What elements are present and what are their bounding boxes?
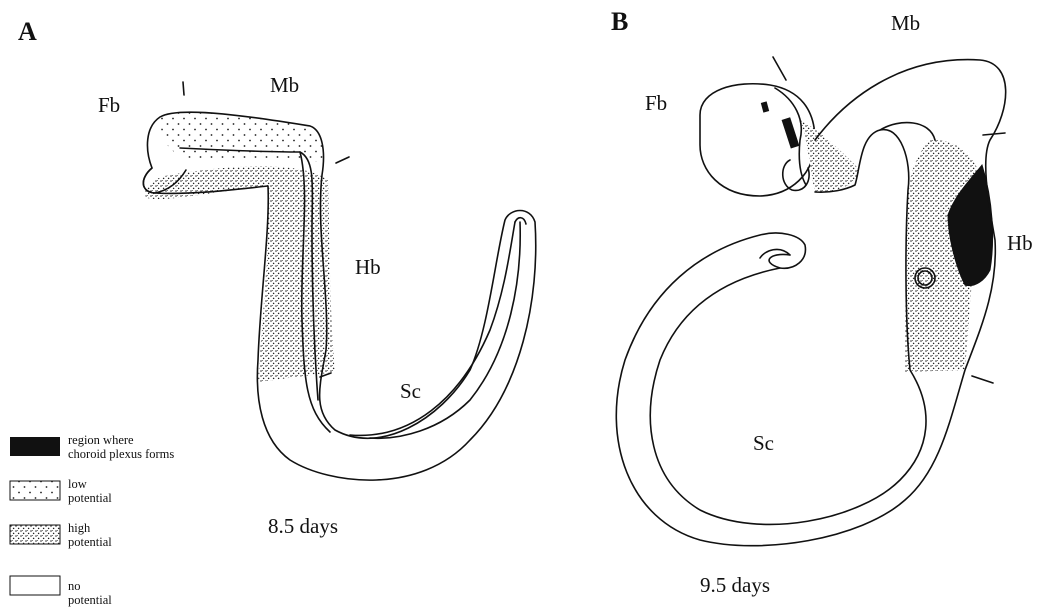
panel-a-fb-label: Fb (98, 93, 120, 117)
panel-b-hb-sc-boundary-tick (972, 376, 993, 383)
panel-a-high-potential-region (145, 166, 335, 382)
legend-swatch-dense-dots (10, 525, 60, 544)
legend-item-4-line1: no (68, 579, 81, 593)
panel-a-fb-mb-boundary-tick (183, 82, 184, 95)
legend-item-no-potential: no potential (10, 576, 112, 607)
panel-b-midbrain-flexure (880, 123, 935, 140)
panel-b-choroid-mark-small (761, 101, 769, 112)
legend-swatch-sparse-dots (10, 481, 60, 500)
panel-a-neural-tube-outline (143, 112, 535, 480)
panel-a-inner-line-3 (350, 222, 515, 435)
legend-item-high-potential: high potential (10, 521, 112, 549)
legend-item-2-line2: potential (68, 491, 112, 505)
legend-item-2-line1: low (68, 477, 87, 491)
panel-b-stage-label: 9.5 days (700, 573, 770, 597)
panel-b-optic-cup (783, 160, 809, 190)
panel-b-hb-label: Hb (1007, 231, 1033, 255)
legend-item-3-line2: potential (68, 535, 112, 549)
legend-swatch-solid-black (10, 437, 60, 456)
legend-item-3-line1: high (68, 521, 91, 535)
panel-a-brain-low-potential (160, 112, 324, 162)
panel-a-hb-label: Hb (355, 255, 381, 279)
panel-b-sc-label: Sc (753, 431, 774, 455)
panel-b-forebrain-high-potential (700, 84, 815, 196)
panel-b-fb-label: Fb (645, 91, 667, 115)
legend-item-1-line1: region where (68, 433, 134, 447)
legend-swatch-empty (10, 576, 60, 595)
legend: region where choroid plexus forms low po… (10, 433, 174, 607)
legend-item-1-line2: choroid plexus forms (68, 447, 174, 461)
panel-a-mb-label: Mb (270, 73, 299, 97)
panel-a-sc-label: Sc (400, 379, 421, 403)
legend-item-low-potential: low potential (10, 477, 112, 505)
panel-b-mb-hb-boundary-tick (983, 133, 1005, 135)
panel-b-midbrain-high-potential (800, 120, 860, 193)
legend-item-choroid-plexus: region where choroid plexus forms (10, 433, 174, 461)
panel-b: B Fb Mb Hb Sc 9.5 days (611, 7, 1033, 597)
legend-item-4-line2: potential (68, 593, 112, 607)
panel-b-letter: B (611, 7, 628, 36)
panel-b-mb-label: Mb (891, 11, 920, 35)
panel-a-mb-hb-boundary-tick (336, 157, 349, 163)
panel-b-fb-mb-boundary-tick (773, 57, 786, 80)
panel-a-letter: A (18, 17, 37, 46)
panel-b-choroid-mark-large (782, 117, 800, 148)
panel-a-stage-label: 8.5 days (268, 514, 338, 538)
